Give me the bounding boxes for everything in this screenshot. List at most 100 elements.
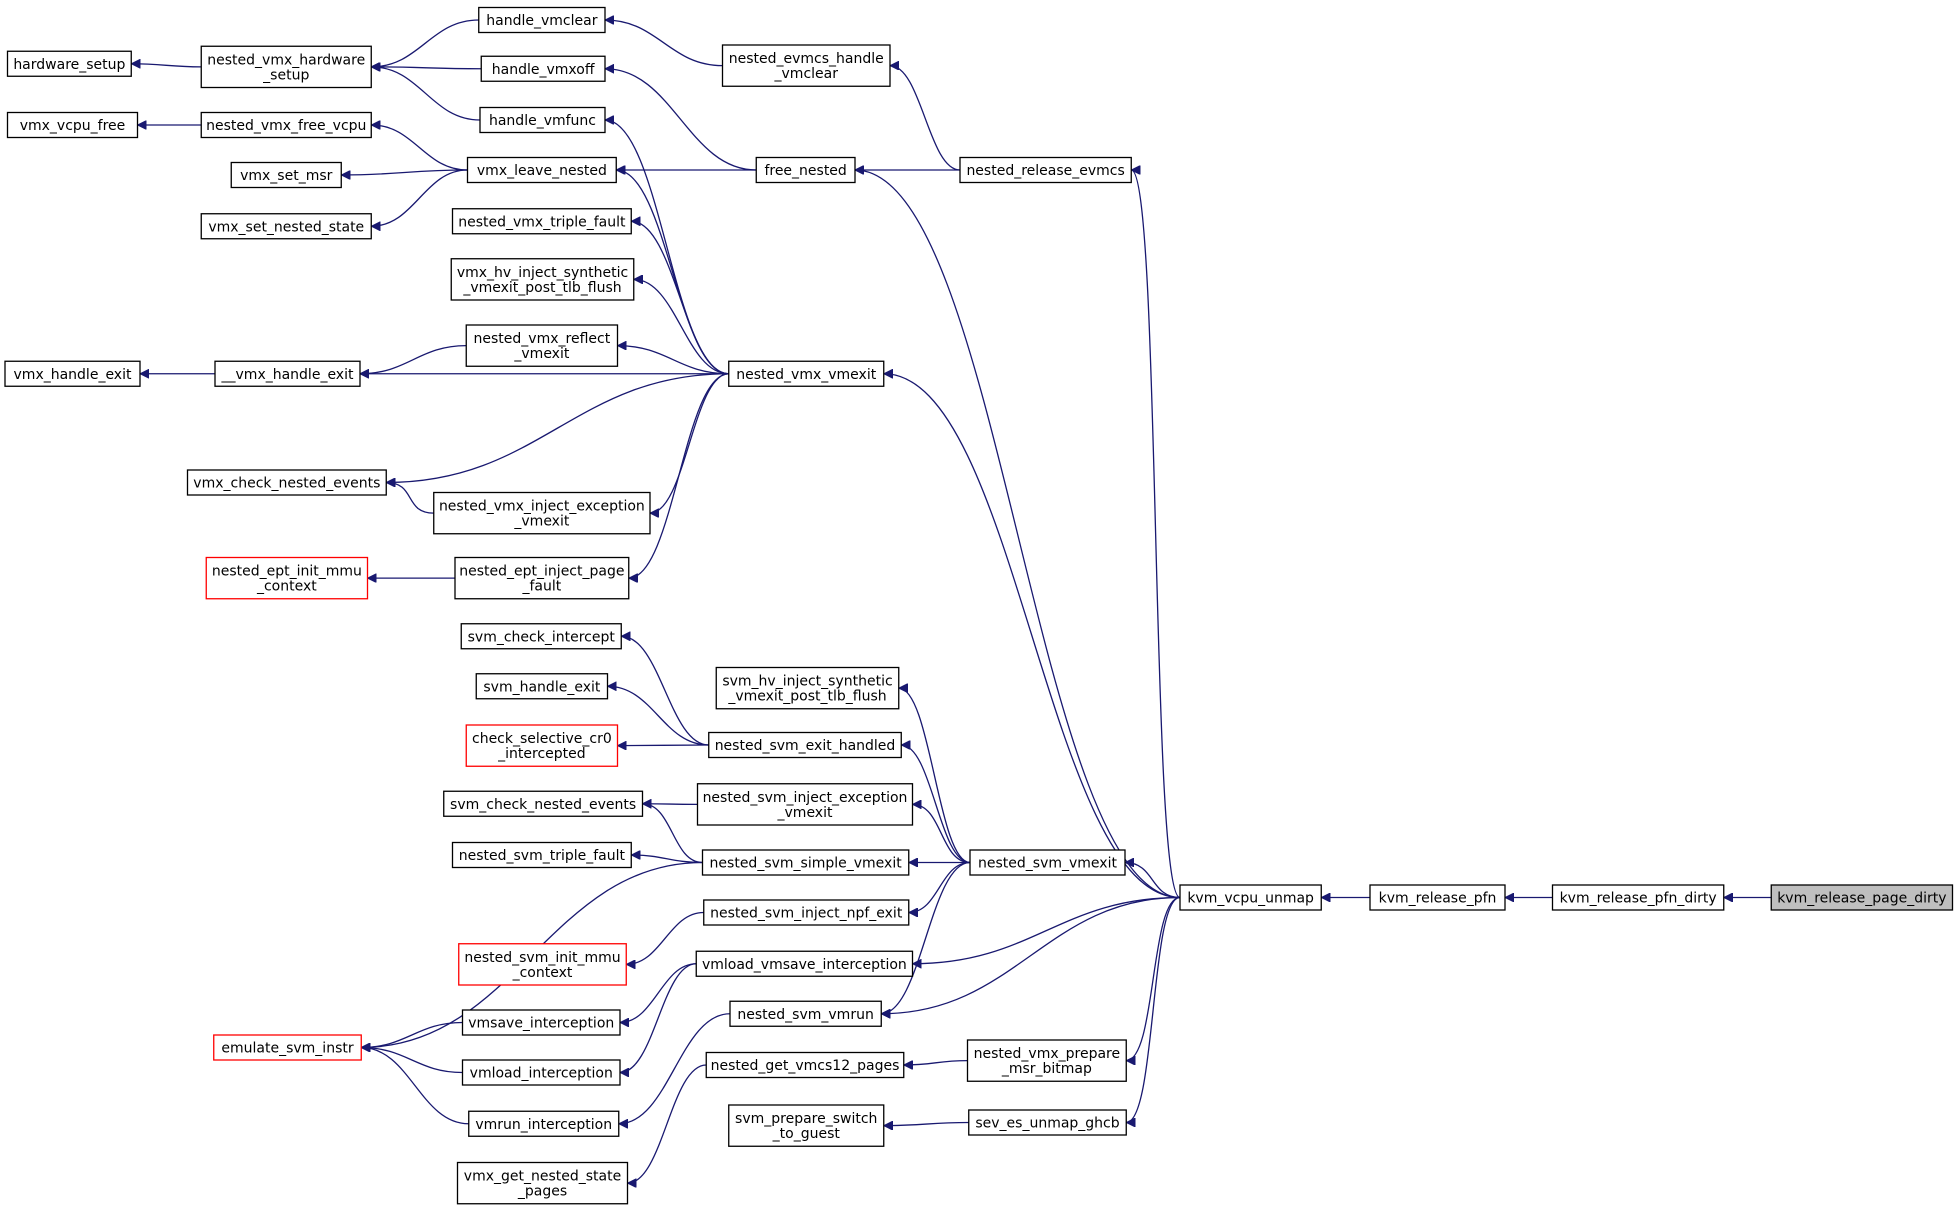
node-nested_ept_inject_page_fault[interactable]: nested_ept_inject_page_fault (454, 556, 630, 600)
node-nested_svm_simple_vmexit[interactable]: nested_svm_simple_vmexit (701, 849, 910, 876)
node-kvm_release_pfn[interactable]: kvm_release_pfn (1369, 884, 1506, 911)
edge-vmrun_interception-to-nested_svm_vmrun (619, 1013, 731, 1124)
node-label: vmx_check_nested_events (193, 476, 380, 492)
edge-handle_vmclear-to-nested_evmcs_handle_vmclear (605, 20, 723, 67)
node-vmx_get_nested_state_pages[interactable]: vmx_get_nested_state_pages (456, 1161, 629, 1205)
node-check_selective_cr0_intercepted[interactable]: check_selective_cr0_intercepted (465, 724, 619, 767)
node-label: emulate_svm_instr (221, 1041, 353, 1057)
node-box (200, 45, 372, 89)
node-box (728, 1104, 885, 1147)
node-box (205, 556, 369, 600)
node-nested_svm_inject_npf_exit[interactable]: nested_svm_inject_npf_exit (703, 899, 910, 926)
node-vmload_interception[interactable]: vmload_interception (461, 1059, 621, 1086)
node-nested_vmx_free_vcpu[interactable]: nested_vmx_free_vcpu (200, 111, 372, 139)
node-nested_svm_triple_fault[interactable]: nested_svm_triple_fault (451, 841, 632, 869)
node-sev_es_unmap_ghcb[interactable]: sev_es_unmap_ghcb (968, 1109, 1127, 1136)
node-vmrun_interception[interactable]: vmrun_interception (468, 1110, 620, 1137)
node-hardware_setup[interactable]: hardware_setup (6, 50, 132, 77)
node-label: nested_svm_inject_npf_exit (710, 906, 903, 922)
node-handle_vmfunc[interactable]: handle_vmfunc (479, 106, 606, 134)
node-kvm_release_pfn_dirty[interactable]: kvm_release_pfn_dirty (1551, 884, 1725, 911)
node-box (468, 1110, 620, 1137)
node-svm_handle_exit[interactable]: svm_handle_exit (475, 673, 609, 700)
node-box (461, 1059, 621, 1086)
node-vmsave_interception[interactable]: vmsave_interception (461, 1009, 621, 1036)
node-label: vmsave_interception (468, 1016, 614, 1032)
node-nested_evmcs_handle_vmclear[interactable]: nested_evmcs_handle_vmclear (721, 44, 891, 87)
node-handle_vmclear[interactable]: handle_vmclear (478, 6, 606, 34)
edge-vmx_set_nested_state-to-vmx_leave_nested (371, 169, 468, 226)
edge-handle_vmfunc-to-nested_vmx_vmexit (605, 120, 729, 375)
node-label: _setup (262, 67, 309, 83)
node-label: vmx_leave_nested (477, 163, 607, 179)
node-box (478, 6, 606, 34)
node-kvm_vcpu_unmap[interactable]: kvm_vcpu_unmap (1179, 884, 1322, 911)
node-box (969, 849, 1126, 876)
node-kvm_release_page_dirty[interactable]: kvm_release_page_dirty (1770, 884, 1954, 911)
node-nested_svm_inject_exception_vmexit[interactable]: nested_svm_inject_exception_vmexit (696, 783, 914, 826)
node-free_nested[interactable]: free_nested (755, 156, 856, 184)
node-vmx_check_nested_events[interactable]: vmx_check_nested_events (186, 469, 387, 496)
edge-nested_evmcs_handle_vmclear-to-nested_release_evmcs (889, 66, 961, 171)
node-vmx_hv_inject_synthetic_vmexit_post_tlb_flush[interactable]: vmx_hv_inject_synthetic_vmexit_post_tlb_… (450, 258, 635, 301)
node-vmx_vcpu_free[interactable]: vmx_vcpu_free (6, 111, 139, 139)
node-svm_check_intercept[interactable]: svm_check_intercept (460, 623, 622, 650)
node-box (466, 156, 617, 184)
edge-hardware_setup-to-nested_vmx_hardware_setup (131, 64, 202, 67)
node-label: _fault (521, 579, 561, 595)
node-box (1369, 884, 1506, 911)
node-box (465, 324, 619, 367)
node-nested_get_vmcs12_pages[interactable]: nested_get_vmcs12_pages (705, 1051, 905, 1079)
node-vmx_handle_exit[interactable]: vmx_handle_exit (4, 360, 141, 387)
edge-vmload_vmsave_interception-to-kvm_vcpu_unmap (913, 896, 1181, 964)
node-vmx_set_msr[interactable]: vmx_set_msr (230, 161, 342, 189)
node-nested_vmx_vmexit[interactable]: nested_vmx_vmexit (728, 360, 885, 387)
node-nested_svm_vmexit[interactable]: nested_svm_vmexit (969, 849, 1126, 876)
node-vmx_leave_nested[interactable]: vmx_leave_nested (466, 156, 617, 184)
edge-emulate_svm_instr-to-vmrun_interception (361, 1048, 469, 1125)
node-nested_release_evmcs[interactable]: nested_release_evmcs (959, 156, 1132, 184)
node-box (701, 849, 910, 876)
node-box (968, 1109, 1127, 1136)
node-vmx_set_nested_state[interactable]: vmx_set_nested_state (200, 213, 372, 240)
node-label: nested_vmx_reflect (474, 331, 611, 347)
node-box (443, 790, 644, 817)
node-label: nested_vmx_hardware (207, 52, 365, 68)
node-handle_vmxoff[interactable]: handle_vmxoff (480, 55, 606, 82)
node-nested_svm_exit_handled[interactable]: nested_svm_exit_handled (708, 731, 902, 759)
node-box (715, 666, 900, 710)
node-nested_ept_init_mmu_context[interactable]: nested_ept_init_mmu_context (205, 556, 369, 600)
node-label: free_nested (764, 163, 846, 179)
node-emulate_svm_instr[interactable]: emulate_svm_instr (213, 1034, 362, 1061)
node-svm_check_nested_events[interactable]: svm_check_nested_events (443, 790, 644, 817)
edge-svm_check_nested_events-to-nested_svm_simple_vmexit (642, 804, 703, 864)
node-nested_vmx_triple_fault[interactable]: nested_vmx_triple_fault (451, 208, 632, 235)
node-nested_vmx_prepare_msr_bitmap[interactable]: nested_vmx_prepare_msr_bitmap (966, 1039, 1127, 1082)
node-label: vmx_vcpu_free (20, 118, 126, 134)
node-vmload_vmsave_interception[interactable]: vmload_vmsave_interception (695, 950, 914, 977)
node-nested_svm_init_mmu_context[interactable]: nested_svm_init_mmu_context (458, 943, 627, 986)
node-label: _vmexit_post_tlb_flush (462, 280, 621, 296)
node-box (6, 50, 132, 77)
node-label: vmx_get_nested_state (464, 1169, 621, 1185)
node-nested_vmx_reflect_vmexit[interactable]: nested_vmx_reflect_vmexit (465, 324, 619, 367)
node-box (454, 556, 630, 600)
edge-nested_vmx_hardware_setup-to-handle_vmfunc (371, 67, 481, 121)
node-box (721, 44, 891, 87)
edge-layer (131, 20, 1772, 1183)
node-svm_hv_inject_synthetic_vmexit_post_tlb_flush[interactable]: svm_hv_inject_synthetic_vmexit_post_tlb_… (715, 666, 900, 710)
node-nested_vmx_hardware_setup[interactable]: nested_vmx_hardware_setup (200, 45, 372, 89)
node-label: svm_prepare_switch (735, 1111, 877, 1127)
node-box (728, 360, 885, 387)
node-label: _vmexit (777, 805, 833, 821)
edge-svm_hv_inject_synthetic_vmexit_post_tlb_flush-to-nested_svm_vmexit (898, 688, 971, 864)
node-nested_svm_vmrun[interactable]: nested_svm_vmrun (729, 1000, 882, 1027)
node-nested_vmx_inject_exception_vmexit[interactable]: nested_vmx_inject_exception_vmexit (433, 491, 651, 535)
node-box (475, 673, 609, 700)
node-__vmx_handle_exit[interactable]: __vmx_handle_exit (214, 360, 361, 387)
edge-nested_svm_vmrun-to-nested_svm_vmexit (881, 861, 971, 1014)
edge-__vmx_handle_exit-to-nested_vmx_reflect_vmexit (360, 344, 467, 374)
node-svm_prepare_switch_to_guest[interactable]: svm_prepare_switch_to_guest (728, 1104, 885, 1147)
node-box (708, 731, 902, 759)
